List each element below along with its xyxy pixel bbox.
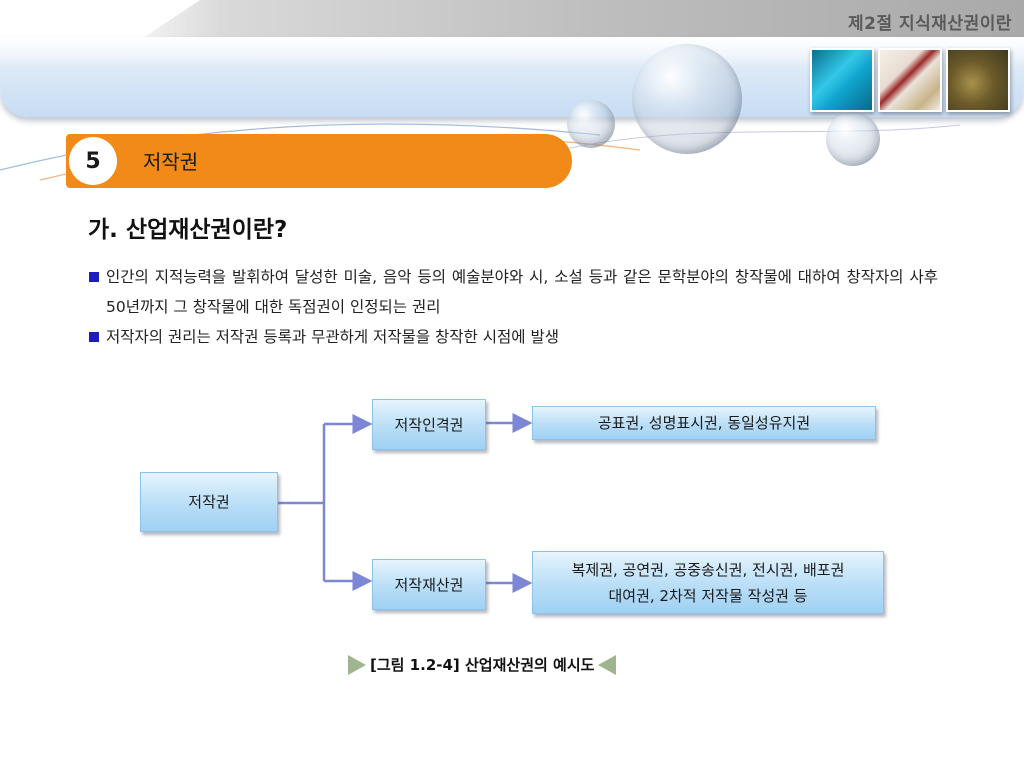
bubble-small [567,100,615,148]
node-moral-rights: 저작인격권 [372,399,486,450]
page-heading: 가. 산업재산권이란? [88,217,288,243]
bullet-item: 인간의 지적능력을 발휘하여 달성한 미술, 음악 등의 예술분야와 시, 소설… [88,262,938,322]
plant-photo [946,48,1010,112]
triangle-right-icon [348,654,366,675]
property-detail-line2: 대여권, 2차적 저작물 작성권 등 [608,586,808,605]
section-header [66,134,572,188]
fabric-photo [810,48,874,112]
bullet-list: 인간의 지적능력을 발휘하여 달성한 미술, 음악 등의 예술분야와 시, 소설… [88,262,938,352]
chapter-title: 제2절 지식재산권이란 [847,14,1012,34]
caption-text: [그림 1.2-4] 산업재산권의 예시도 [370,656,595,674]
node-moral-rights-detail: 공표권, 성명표시권, 동일성유지권 [532,406,876,440]
property-detail-line1: 복제권, 공연권, 공중송신권, 전시권, 배포권 [571,560,845,579]
section-title: 저작권 [143,150,199,174]
section-number: 5 [69,137,117,185]
bubble-large [632,44,742,154]
node-property-rights: 저작재산권 [372,559,486,610]
bullet-item: 저작자의 권리는 저작권 등록과 무관하게 저작물을 창작한 시점에 발생 [88,322,938,352]
bubble-medium [826,112,880,166]
node-property-rights-detail: 복제권, 공연권, 공중송신권, 전시권, 배포권 대여권, 2차적 저작물 작… [532,551,884,614]
document-photo [878,48,942,112]
triangle-left-icon [598,654,617,675]
node-copyright: 저작권 [140,472,278,532]
figure-caption: [그림 1.2-4] 산업재산권의 예시도 [348,654,617,675]
